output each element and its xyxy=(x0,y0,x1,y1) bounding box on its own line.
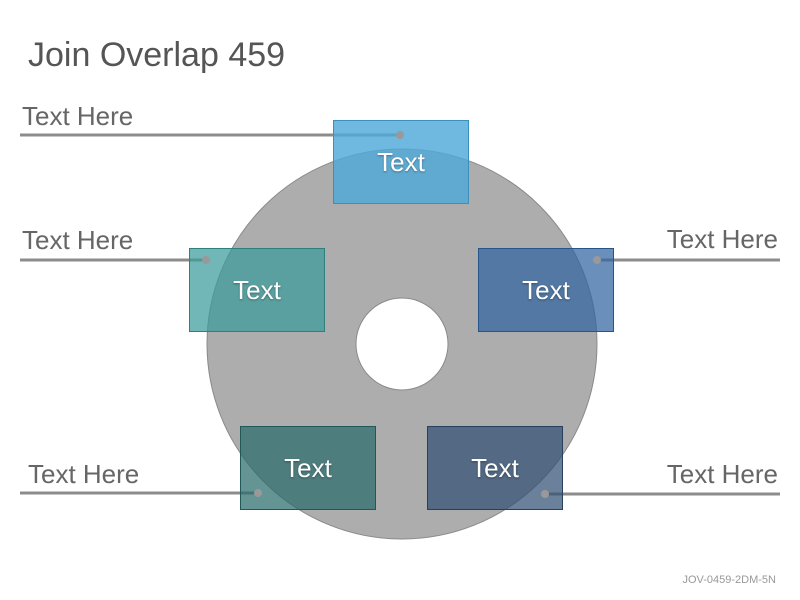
label-mid-left: Text Here xyxy=(22,225,134,255)
connector-dot-top xyxy=(396,131,404,139)
label-bottom-left: Text Here xyxy=(28,459,140,489)
connector-dot-left xyxy=(202,256,210,264)
page-title: Join Overlap 459 xyxy=(28,36,286,74)
box-right: Text xyxy=(478,248,614,332)
label-top-left: Text Here xyxy=(22,101,134,131)
label-mid-right: Text Here xyxy=(666,224,778,254)
box-bottom-right: Text xyxy=(427,426,563,510)
inner-hole xyxy=(355,297,449,391)
box-left: Text xyxy=(189,248,325,332)
box-top: Text xyxy=(333,120,469,204)
connector-dot-bottom-right xyxy=(541,490,549,498)
connector-dot-right xyxy=(593,256,601,264)
label-bottom-right: Text Here xyxy=(666,459,778,489)
footer-code: JOV-0459-2DM-5N xyxy=(682,574,776,586)
connector-dot-bottom-left xyxy=(254,489,262,497)
box-bottom-left: Text xyxy=(240,426,376,510)
